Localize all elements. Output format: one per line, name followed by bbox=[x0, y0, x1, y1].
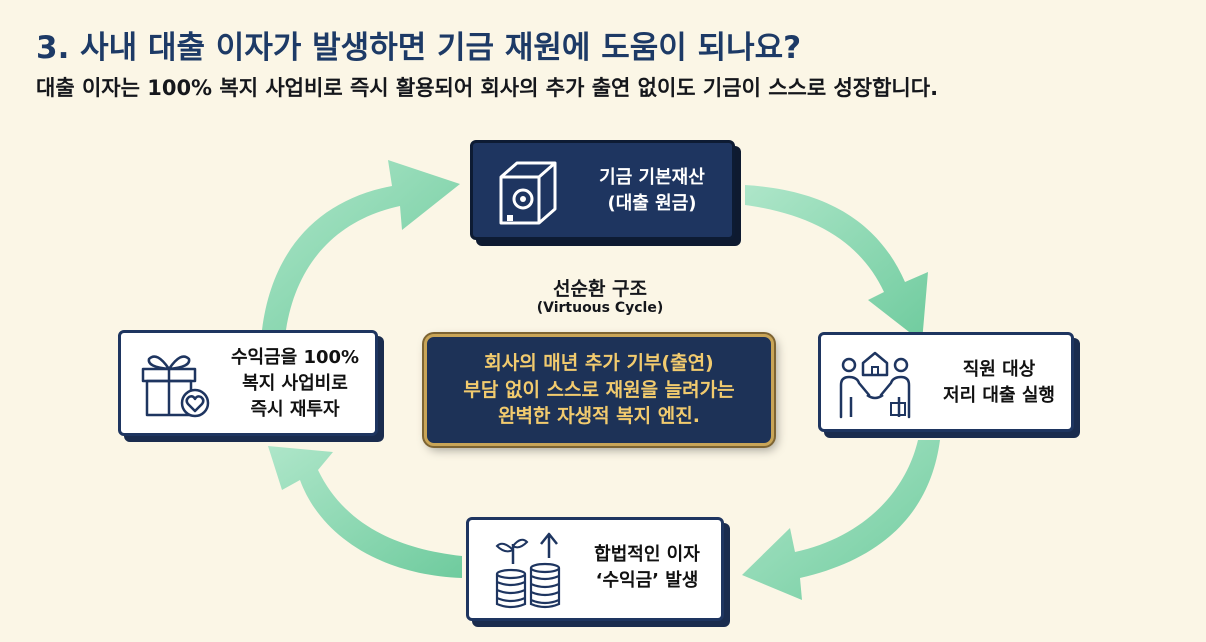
arrow-right-to-bottom bbox=[742, 440, 940, 600]
center-title: 선순환 구조 bbox=[552, 278, 647, 300]
gift-heart-icon bbox=[135, 345, 215, 427]
node-left-line-3: 즉시 재투자 bbox=[250, 399, 340, 421]
node-left-line-2: 복지 사업비로 bbox=[242, 373, 348, 395]
center-message-line-1: 회사의 매년 추가 기부(출연) bbox=[484, 352, 714, 374]
center-subtitle: (Virtuous Cycle) bbox=[536, 300, 664, 316]
safe-icon bbox=[493, 155, 563, 231]
node-top-line-1: 기금 기본재산 bbox=[599, 167, 705, 188]
center-message-line-3: 완벽한 자생적 복지 엔진. bbox=[498, 405, 700, 428]
arrow-top-to-right bbox=[745, 185, 928, 342]
node-right-line-2: 저리 대출 실행 bbox=[943, 385, 1055, 407]
arrow-left-to-top bbox=[262, 160, 460, 330]
center-message-box: 회사의 매년 추가 기부(출연) 부담 없이 스스로 재원을 늘려가는 완벽한 … bbox=[424, 334, 774, 446]
node-bottom-line-1: 합법적인 이자 bbox=[594, 544, 700, 565]
arrow-bottom-to-left bbox=[268, 446, 462, 578]
node-bottom-line-2: ‘수익금’ 발생 bbox=[595, 570, 699, 592]
handshake-house-icon bbox=[835, 345, 915, 427]
page-subtitle: 대출 이자는 100% 복지 사업비로 즉시 활용되어 회사의 추가 출연 없이… bbox=[36, 76, 939, 100]
node-right-line-1: 직원 대상 bbox=[962, 359, 1036, 380]
center-message-line-2: 부담 없이 스스로 재원을 늘려가는 bbox=[463, 378, 735, 401]
node-top-line-2: (대출 원금) bbox=[607, 193, 697, 215]
node-reinvest-welfare: 수익금을 100% 복지 사업비로 즉시 재투자 bbox=[118, 330, 378, 436]
node-left-line-1: 수익금을 100% bbox=[230, 347, 360, 368]
node-low-interest-loan: 직원 대상 저리 대출 실행 bbox=[818, 332, 1074, 432]
node-fund-principal: 기금 기본재산 (대출 원금) bbox=[470, 140, 735, 240]
node-interest-income: 합법적인 이자 ‘수익금’ 발생 bbox=[466, 517, 724, 621]
coins-growth-icon bbox=[489, 528, 565, 616]
page-title: 3. 사내 대출 이자가 발생하면 기금 재원에 도움이 되나요? bbox=[36, 30, 802, 66]
